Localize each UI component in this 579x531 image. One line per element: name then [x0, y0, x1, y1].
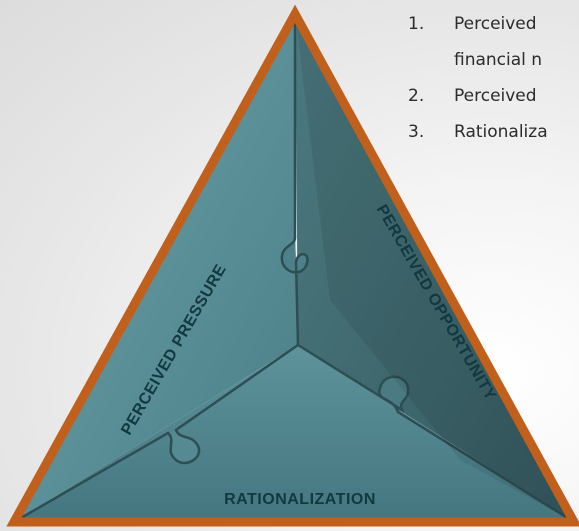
triangle-border	[6, 4, 579, 527]
rationalization-label: RATIONALIZATION	[224, 491, 376, 508]
list-item-number: 2.	[408, 86, 425, 106]
list-item-text: Perceived	[454, 86, 537, 106]
seam-right	[297, 343, 574, 522]
list-item-number: 3.	[408, 122, 425, 142]
seam-vertical	[280, 14, 309, 346]
list-item-text: Rationaliza	[454, 122, 548, 142]
list-item-number: 1.	[408, 14, 425, 34]
list-item-continuation: financial n	[454, 50, 543, 70]
rationalization-piece	[14, 345, 574, 522]
list-item-text: Perceived financial n	[454, 14, 542, 70]
seam-left	[14, 343, 299, 522]
list-item-line: Perceived	[454, 14, 537, 34]
